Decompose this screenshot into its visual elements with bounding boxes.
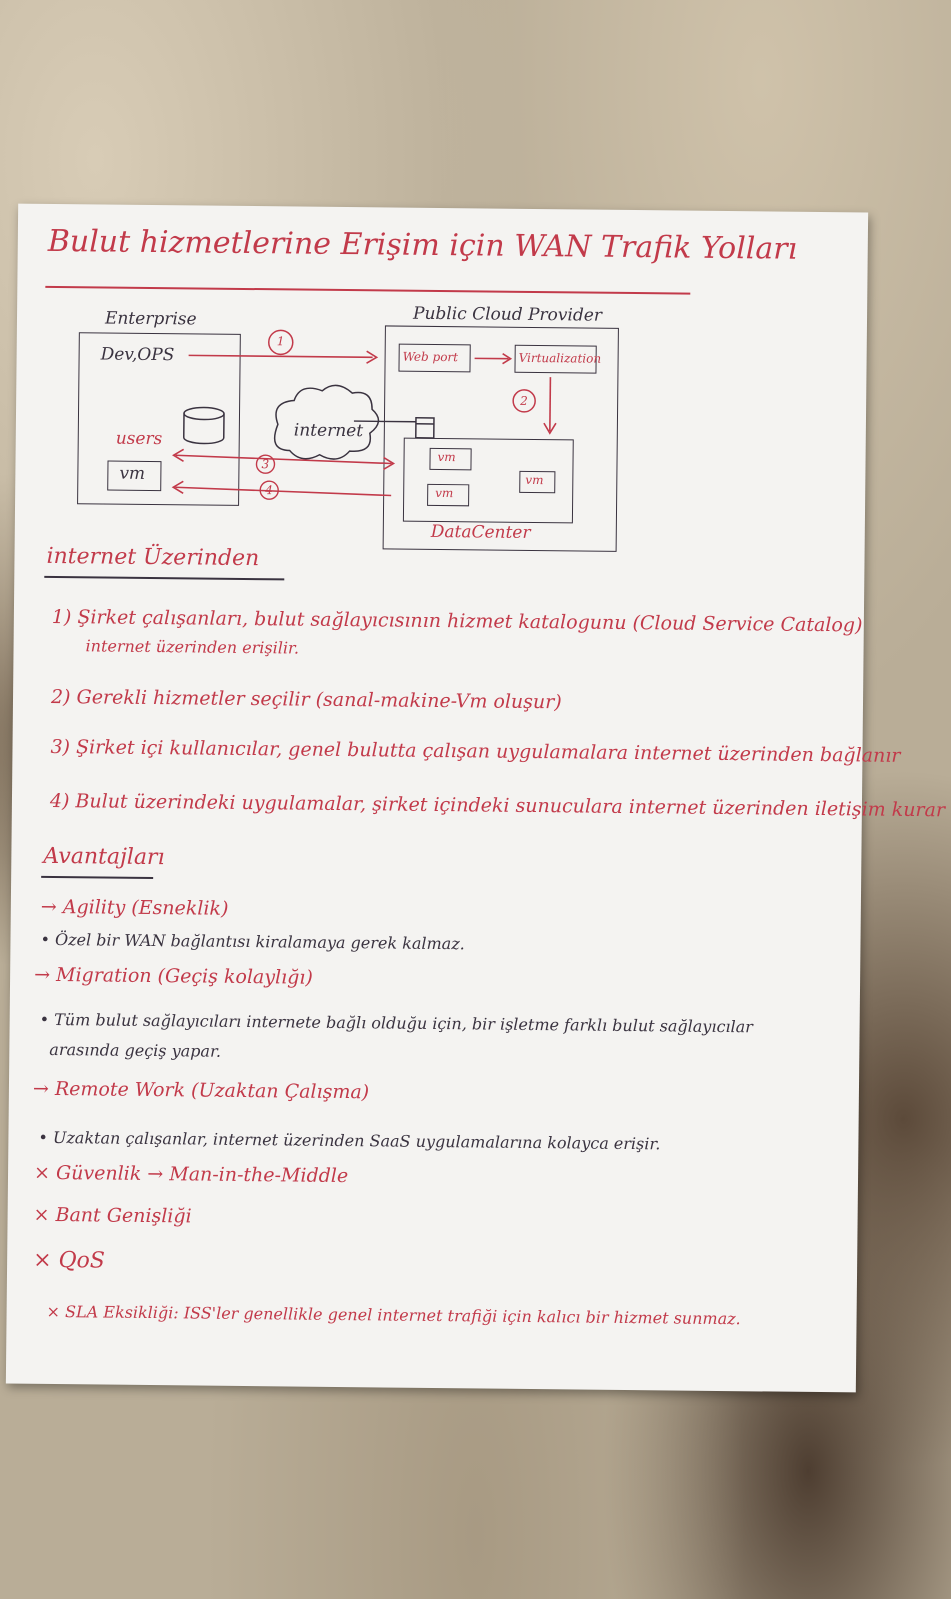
advantage-line-1: → Agility (Esneklik) [40,895,229,920]
step3-marker: 3 [261,457,270,472]
step-line-4: 4) Bulut üzerindeki uygulamalar, şirket … [49,789,946,822]
server-icon [415,417,435,439]
advantage-line-6: → Remote Work (Uzaktan Çalışma) [32,1077,370,1104]
network-diagram: Enterprise Dev,OPS users vm Public Cloud… [18,204,868,552]
paper-sheet: Bulut hizmetlerine Erişim için WAN Trafi… [5,203,945,1393]
section-heading: internet Üzerinden [46,543,260,572]
step-line-2: 2) Gerekli hizmetler seçilir (sanal-maki… [50,685,562,714]
disadvantage-line-4: × SLA Eksikliği: ISS'ler genellikle gene… [46,1301,741,1329]
disadvantage-line-2: × Bant Genişliği [33,1203,192,1228]
disadvantage-line-3: × QoS [33,1247,106,1274]
section-heading-underline [44,575,285,580]
diagram-arrows [171,329,557,500]
step-line-3: 3) Şirket içi kullanıcılar, genel bulutt… [50,735,901,767]
internet-label: internet [293,420,364,442]
database-icon [183,406,225,445]
advantage-line-2: • Özel bir WAN bağlantısı kiralamaya ger… [40,929,465,954]
step4-marker: 4 [265,483,273,498]
advantage-line-3: → Migration (Geçiş kolaylığı) [34,963,313,989]
step2-marker: 2 [520,393,528,408]
advantage-line-7: • Uzaktan çalışanlar, internet üzerinden… [38,1127,661,1154]
step-line-1b: internet üzerinden erişilir. [85,636,300,658]
advantages-heading: Avantajları [43,843,165,871]
advantage-line-4: • Tüm bulut sağlayıcıları internete bağl… [39,1009,753,1037]
disadvantage-line-1: × Güvenlik → Man-in-the-Middle [33,1161,349,1188]
advantages-heading-underline [41,875,154,879]
step1-marker: 1 [276,334,285,349]
step-line-1: 1) Şirket çalışanları, bulut sağlayıcısı… [51,605,863,637]
advantage-line-5: arasında geçiş yapar. [49,1039,222,1061]
